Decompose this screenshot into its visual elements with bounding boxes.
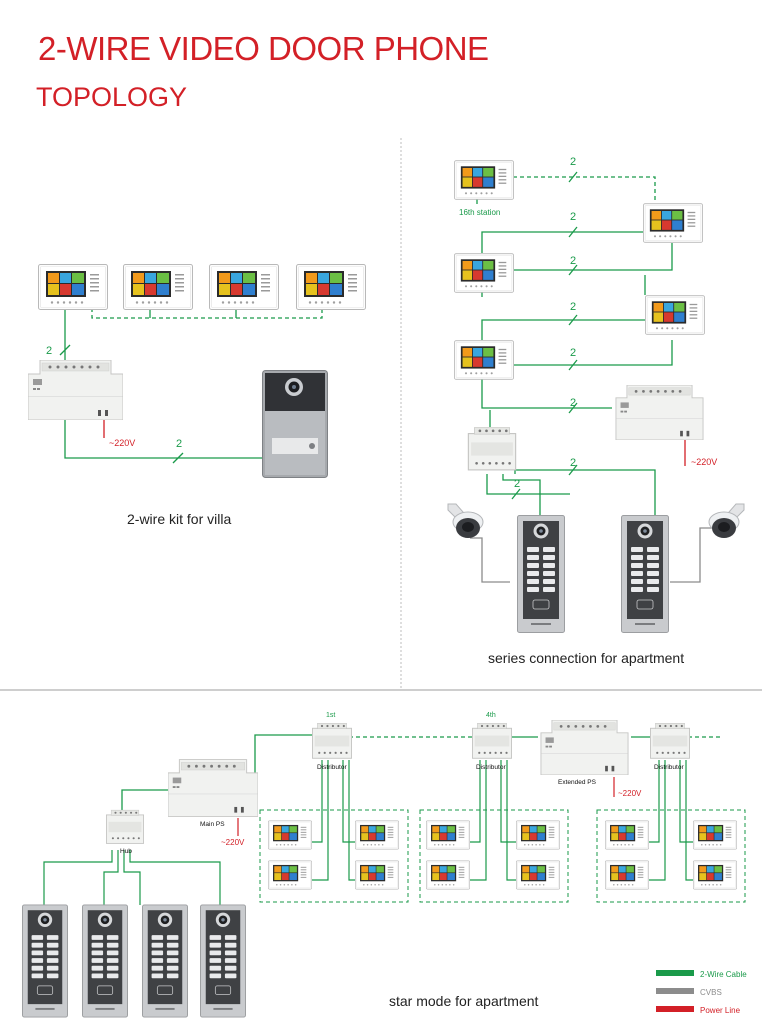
star-distributor-label-n: Distributor xyxy=(654,764,684,771)
villa-monitor-2 xyxy=(123,264,193,310)
star-monitor xyxy=(355,860,399,890)
star-main-power-supply xyxy=(168,759,258,817)
star-section: 1st 4th Distributor Distributor Distribu… xyxy=(22,712,746,1018)
star-monitor xyxy=(426,820,470,850)
star-hub-label: Hub xyxy=(120,848,132,855)
villa-monitor-4 xyxy=(296,264,366,310)
series-station-label: 16th station xyxy=(459,208,500,217)
star-outdoor-panel-2 xyxy=(82,904,128,1018)
star-distributor-wires xyxy=(311,760,695,881)
star-monitor xyxy=(268,860,312,890)
star-monitor xyxy=(693,820,737,850)
star-outdoor-panel-3 xyxy=(142,904,188,1018)
villa-power-supply xyxy=(28,360,123,420)
star-dashed-groups xyxy=(259,809,746,903)
legend-swatch-cvbs xyxy=(656,988,694,994)
series-wire-count: 2 xyxy=(570,301,576,313)
legend: 2-Wire Cable CVBS Power Line xyxy=(656,970,747,1015)
villa-caption: 2-wire kit for villa xyxy=(127,511,232,527)
star-monitor xyxy=(355,820,399,850)
star-distributor-1 xyxy=(312,722,352,759)
series-outdoor-panel-2 xyxy=(620,515,670,633)
series-wire-count: 2 xyxy=(570,397,576,409)
legend-label-cvbs: CVBS xyxy=(700,988,722,997)
series-distributor xyxy=(467,427,517,471)
series-camera-left xyxy=(447,503,484,539)
page-title: 2-WIRE VIDEO DOOR PHONE xyxy=(38,30,489,67)
series-wire-count: 2 xyxy=(570,156,576,168)
villa-section: 2 2 ~220V xyxy=(28,264,366,478)
star-distributor-label-1: Distributor xyxy=(317,764,347,771)
legend-swatch-2wire xyxy=(656,970,694,976)
series-monitor-4 xyxy=(645,295,705,335)
series-wire-count: 2 xyxy=(570,211,576,223)
series-power-supply xyxy=(615,385,704,440)
villa-door-station xyxy=(262,370,328,478)
star-distributor-n xyxy=(650,722,690,759)
villa-wire-count-bottom: 2 xyxy=(176,438,182,450)
series-outdoor-panel-1 xyxy=(516,515,566,633)
series-cvbs-lines xyxy=(470,527,712,583)
villa-wire-count-top: 2 xyxy=(46,345,52,357)
star-monitor xyxy=(268,820,312,850)
series-monitor-2 xyxy=(643,203,703,243)
series-section: 2 2 2 2 2 2 2 2 16th station ~220V xyxy=(447,156,745,633)
star-extended-ps-label: Extended PS xyxy=(558,779,597,786)
star-main-ps-label: Main PS xyxy=(200,821,225,828)
star-outdoor-panel-4 xyxy=(200,904,246,1018)
series-wire-count: 2 xyxy=(570,457,576,469)
series-wire-count: 2 xyxy=(570,347,576,359)
series-camera-right xyxy=(708,503,745,539)
star-hub-wires xyxy=(43,850,221,905)
star-backbone xyxy=(121,734,720,810)
villa-monitor-3 xyxy=(209,264,279,310)
star-monitor xyxy=(605,860,649,890)
series-wire-counts: 2 2 2 2 2 2 2 2 xyxy=(514,156,576,490)
star-distributor-label-4: Distributor xyxy=(476,764,506,771)
villa-monitor-1 xyxy=(38,264,108,310)
star-power-lines xyxy=(237,777,615,836)
star-hub xyxy=(106,809,144,844)
star-distributor-4 xyxy=(472,722,512,759)
villa-wires xyxy=(59,308,323,464)
series-monitor-1 xyxy=(454,160,514,200)
legend-swatch-power xyxy=(656,1006,694,1012)
star-outdoor-panel-1 xyxy=(22,904,68,1018)
star-monitor xyxy=(426,860,470,890)
legend-label-2wire: 2-Wire Cable xyxy=(700,970,747,979)
page-subtitle: TOPOLOGY xyxy=(36,82,188,112)
series-wire-count: 2 xyxy=(570,255,576,267)
star-power-label-extended: ~220V xyxy=(618,789,642,798)
star-caption: star mode for apartment xyxy=(389,993,539,1009)
star-power-label-main: ~220V xyxy=(221,838,245,847)
star-monitor xyxy=(516,860,560,890)
star-distributor-fourth-label: 4th xyxy=(486,712,496,719)
star-monitor xyxy=(605,820,649,850)
series-monitor-5 xyxy=(454,340,514,380)
star-distributor-first-label: 1st xyxy=(326,712,335,719)
series-wire-count: 2 xyxy=(514,478,520,490)
legend-label-power: Power Line xyxy=(700,1006,741,1015)
series-monitor-3 xyxy=(454,253,514,293)
star-extended-power-supply xyxy=(540,720,629,775)
villa-power-label: ~220V xyxy=(109,438,135,448)
star-monitor xyxy=(516,820,560,850)
series-power-label: ~220V xyxy=(691,457,717,467)
star-monitor xyxy=(693,860,737,890)
series-caption: series connection for apartment xyxy=(488,650,685,666)
